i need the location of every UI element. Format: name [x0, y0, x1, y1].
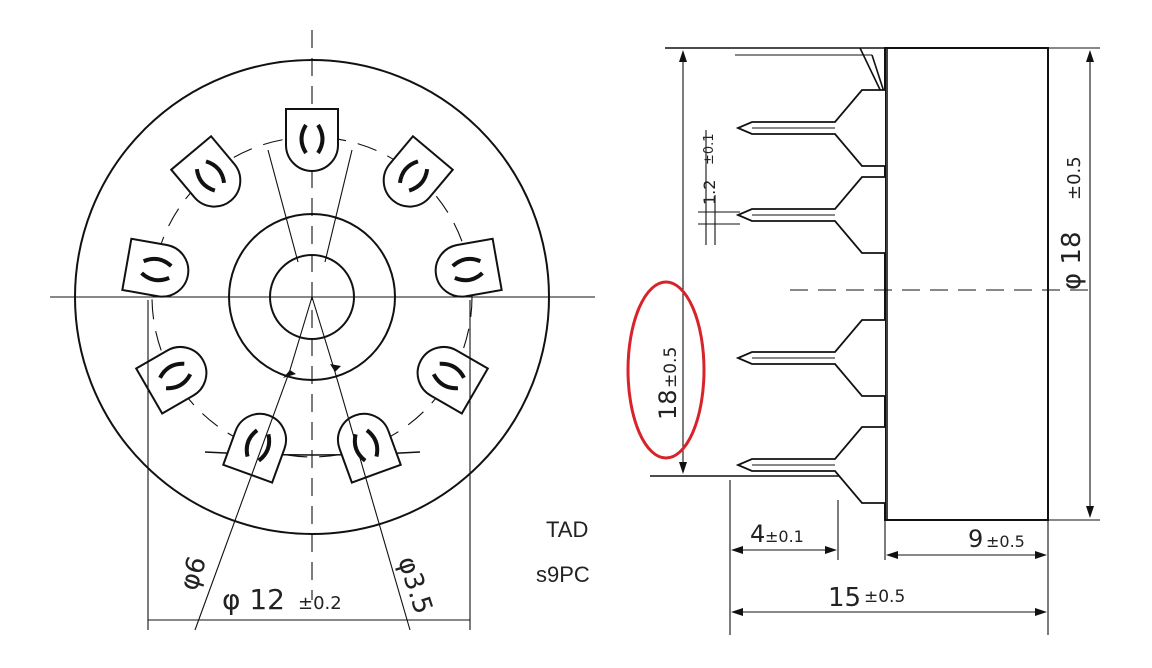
label-15: 15	[828, 583, 861, 613]
pin-contact	[121, 237, 190, 298]
label-phi12-tol: ±0.2	[298, 593, 342, 614]
arrow-4-left	[731, 546, 743, 554]
pin-contact	[337, 412, 403, 484]
arrow-15-right	[1035, 608, 1047, 616]
socket-body	[884, 47, 1049, 521]
label-right-18: φ 18	[1057, 232, 1087, 291]
arrow-right-top	[1086, 50, 1094, 62]
side-pins	[735, 89, 885, 504]
arrow-4-right	[825, 546, 837, 554]
arrow-left-bottom	[679, 462, 687, 474]
leader-phi6	[194, 369, 291, 631]
arrow-left-top	[679, 50, 687, 62]
label-9: 9	[968, 525, 983, 553]
label-phi12: φ 12	[222, 583, 285, 616]
label-4: 4	[750, 520, 765, 548]
arrow-9-right	[1035, 551, 1047, 559]
arrow-15-left	[731, 608, 743, 616]
side-pin	[735, 319, 885, 397]
arrow-9-left	[886, 551, 898, 559]
center-ring	[228, 213, 396, 381]
top-view: φ6 φ3.5 φ 12 ±0.2	[50, 30, 595, 631]
flange-bevel-2	[871, 54, 886, 96]
arrow-right-bottom	[1086, 506, 1094, 518]
label-9-tol: ±0.5	[986, 532, 1025, 551]
label-right-18-tol: ±0.5	[1064, 156, 1085, 200]
leader-inner-b	[311, 296, 336, 373]
arrow-phi35	[330, 364, 341, 372]
leader-pin-b	[324, 149, 353, 263]
model-name: s9PC	[536, 562, 590, 587]
pin-contact	[382, 134, 455, 208]
pin-contact	[434, 237, 503, 298]
pin-contact	[416, 346, 490, 415]
center-bore	[269, 254, 355, 340]
label-phi35: φ3.5	[391, 553, 438, 618]
side-pin	[735, 426, 885, 504]
label-4-tol: ±0.1	[765, 527, 804, 546]
pin-contact	[221, 412, 287, 484]
outer-circle	[74, 59, 550, 535]
label-15-tol: ±0.5	[864, 587, 905, 607]
side-pin	[735, 176, 885, 254]
leader-phi35	[334, 371, 411, 631]
pin-contact	[134, 346, 208, 415]
arrow-phi6	[283, 370, 296, 378]
pin-contact	[285, 108, 339, 172]
side-view: φ 18 ±0.5 18 ±0.5 1.2 ±0.1 4 ±0.1 9 ±0.5	[626, 47, 1100, 635]
label-phi6: φ6	[174, 553, 213, 594]
label-pin-width-tol: ±0.1	[702, 133, 717, 165]
label-pin-width: 1.2	[700, 180, 719, 205]
label-left-18: 18	[654, 389, 682, 420]
label-left-18-tol: ±0.5	[661, 347, 681, 388]
leader-pin-a	[267, 149, 299, 263]
highlight-ellipse	[626, 280, 706, 460]
maker-name: TAD	[546, 517, 588, 542]
leader-inner-a	[289, 296, 313, 371]
pin-contact	[169, 134, 242, 208]
side-pin	[735, 89, 885, 167]
